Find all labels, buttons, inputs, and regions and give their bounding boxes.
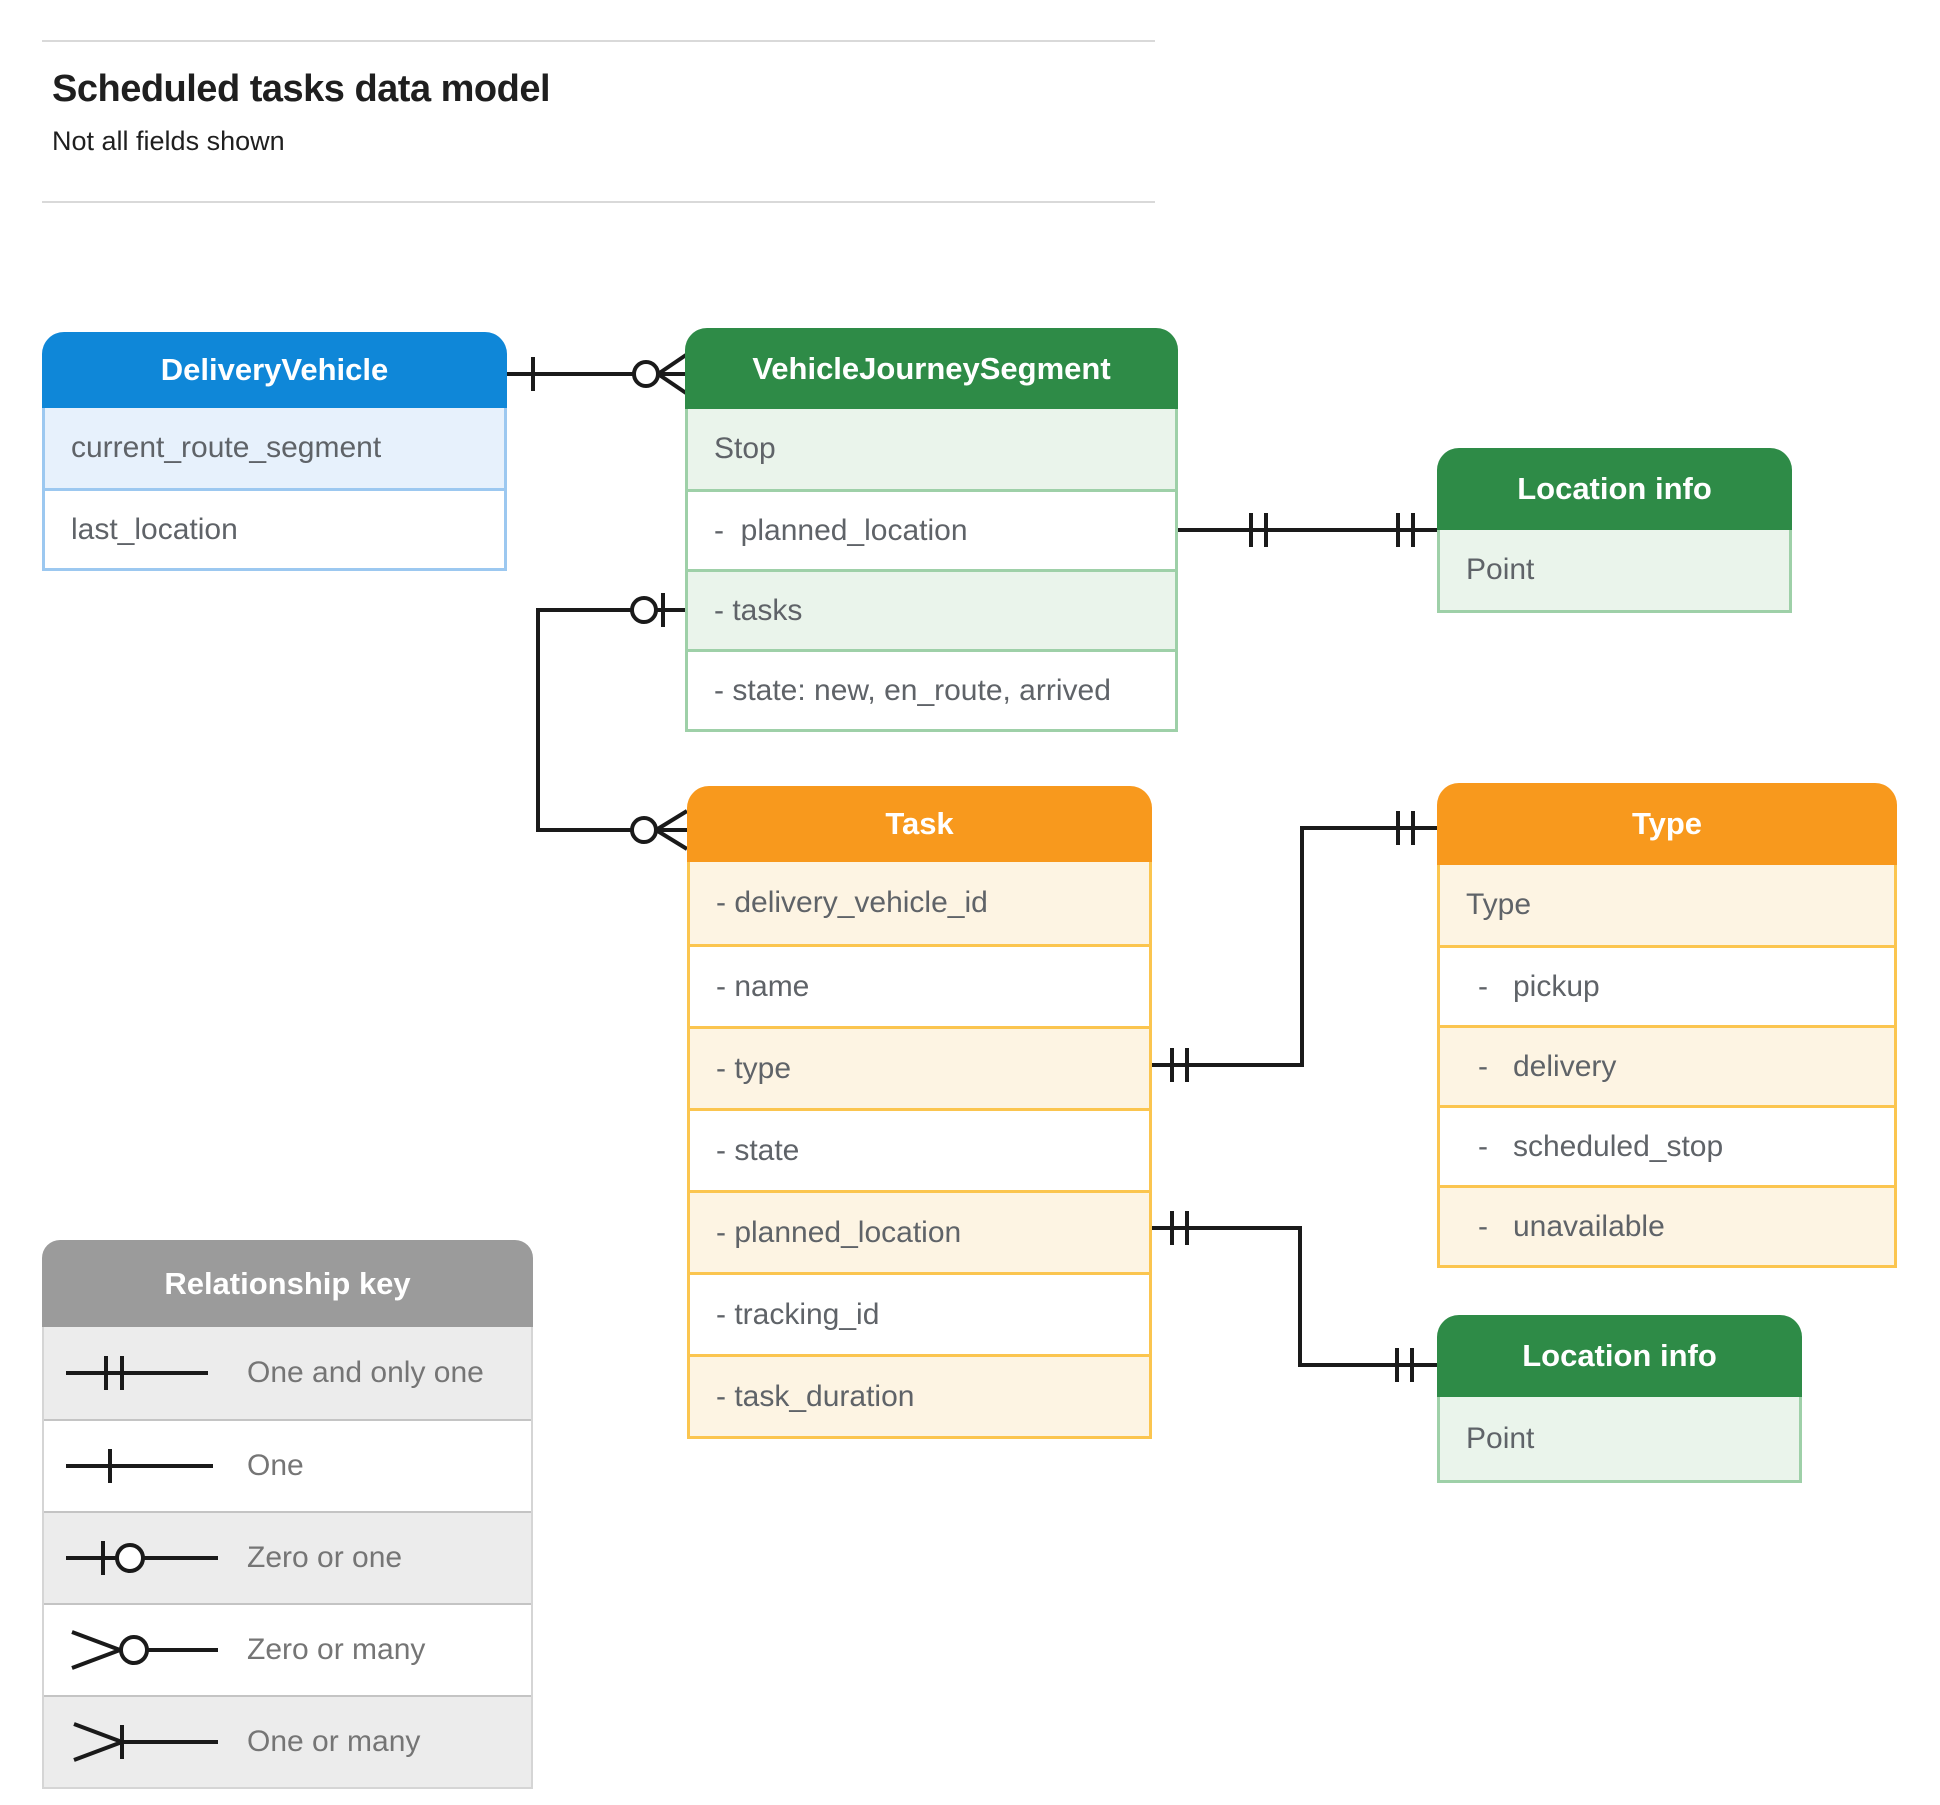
page-subtitle: Not all fields shown	[52, 126, 285, 156]
legend-item-label: Zero or many	[247, 1633, 426, 1666]
entity-title: VehicleJourneySegment	[685, 328, 1178, 409]
entity-body: current_route_segment last_location	[42, 408, 507, 571]
field-row: - tracking_id	[690, 1272, 1149, 1354]
legend-item: One	[44, 1419, 531, 1511]
field-row: - state: new, en_route, arrived	[688, 649, 1175, 729]
one-icon	[66, 1449, 213, 1483]
legend-item: Zero or many	[44, 1603, 531, 1695]
page-title: Scheduled tasks data model	[52, 68, 551, 110]
entity-task: Task - delivery_vehicle_id - name - type…	[687, 786, 1152, 1439]
entity-title: Location info	[1437, 448, 1792, 530]
field-row: - planned_location	[688, 489, 1175, 569]
entity-location-info-top: Location info Point	[1437, 448, 1792, 613]
header-rule	[42, 201, 1155, 203]
legend-item-label: One and only one	[247, 1356, 484, 1389]
entity-title: Type	[1437, 783, 1897, 865]
field-row: Type	[1440, 865, 1894, 945]
entity-title: Location info	[1437, 1315, 1802, 1397]
entity-title: DeliveryVehicle	[42, 332, 507, 408]
field-row: current_route_segment	[45, 408, 504, 488]
legend-body: One and only one One Zero or one	[42, 1327, 533, 1789]
field-row: - planned_location	[690, 1190, 1149, 1272]
field-row: - pickup	[1440, 945, 1894, 1025]
field-row: - delivery_vehicle_id	[690, 862, 1149, 944]
entity-title: Task	[687, 786, 1152, 862]
connector-task-plannedlocation-locationinfo	[1152, 1211, 1437, 1382]
entity-body: - delivery_vehicle_id - name - type - st…	[687, 862, 1152, 1439]
connector-deliveryvehicle-vjs	[507, 353, 688, 395]
one-and-only-one-icon	[66, 1356, 208, 1390]
legend-item: One or many	[44, 1695, 531, 1787]
one-or-many-icon	[73, 1722, 218, 1762]
field-row: - name	[690, 944, 1149, 1026]
legend-title: Relationship key	[42, 1240, 533, 1327]
relationship-key: Relationship key One and only one One	[42, 1240, 533, 1789]
field-row: - task_duration	[690, 1354, 1149, 1436]
zero-or-one-icon	[66, 1541, 218, 1575]
entity-body: Type - pickup - delivery - scheduled_sto…	[1437, 865, 1897, 1268]
field-row: last_location	[45, 488, 504, 568]
entity-type: Type Type - pickup - delivery - schedule…	[1437, 783, 1897, 1268]
legend-item: Zero or one	[44, 1511, 531, 1603]
top-rule	[42, 40, 1155, 42]
legend-item-label: Zero or one	[247, 1541, 403, 1574]
field-row: Point	[1440, 1397, 1799, 1480]
entity-body: Point	[1437, 530, 1792, 613]
entity-delivery-vehicle: DeliveryVehicle current_route_segment la…	[42, 332, 507, 571]
entity-body: Point	[1437, 1397, 1802, 1483]
legend-item-label: One or many	[247, 1725, 421, 1758]
connector-vjs-plannedlocation-locationinfo	[1178, 513, 1437, 547]
connector-task-type-type	[1152, 811, 1437, 1082]
field-row: - tasks	[688, 569, 1175, 649]
field-row: - delivery	[1440, 1025, 1894, 1105]
field-row: - scheduled_stop	[1440, 1105, 1894, 1185]
legend-item: One and only one	[44, 1327, 531, 1419]
field-row: - unavailable	[1440, 1185, 1894, 1265]
field-row: Stop	[688, 409, 1175, 489]
field-row: - state	[690, 1108, 1149, 1190]
legend-item-label: One	[247, 1449, 304, 1482]
zero-or-many-icon	[71, 1630, 218, 1670]
entity-location-info-bottom: Location info Point	[1437, 1315, 1802, 1483]
entity-body: Stop - planned_location - tasks - state:…	[685, 409, 1178, 732]
connector-vjs-tasks-task	[536, 593, 689, 851]
entity-vehicle-journey-segment: VehicleJourneySegment Stop - planned_loc…	[685, 328, 1178, 732]
field-row: - type	[690, 1026, 1149, 1108]
field-row: Point	[1440, 530, 1789, 610]
